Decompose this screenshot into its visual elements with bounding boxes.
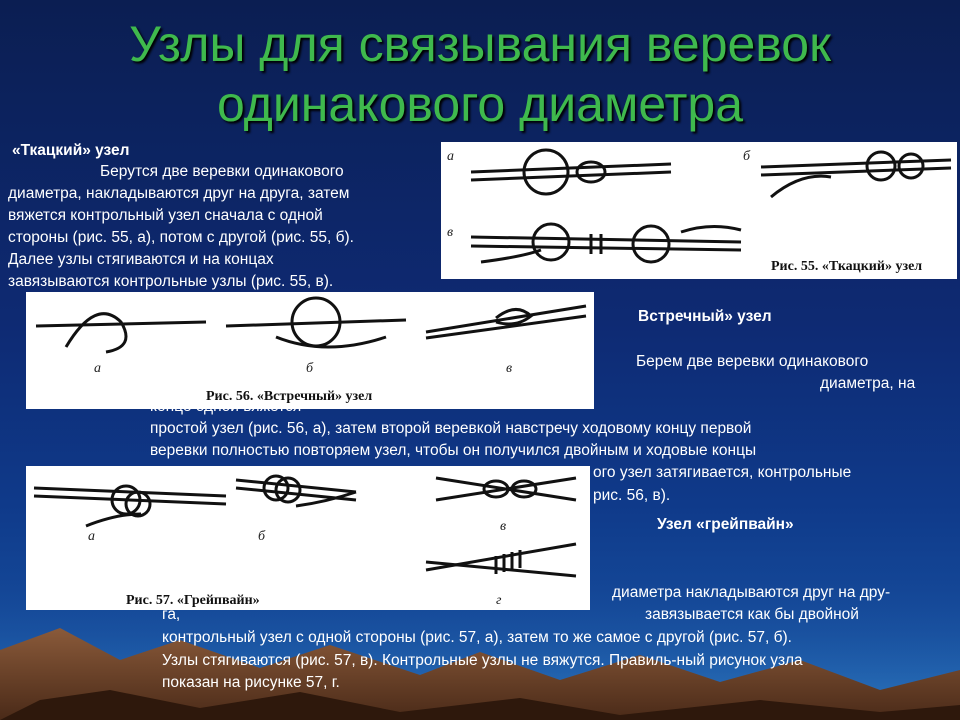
figure-57-caption: Рис. 57. «Грейпвайн» — [126, 593, 260, 608]
figure-57-drawing: а б в г Рис. 57. «Грейпвайн» — [33, 474, 577, 608]
grapevine-line-5: Узлы стягиваются (рис. 57, в). Контрольн… — [162, 652, 803, 669]
figure-57-panel: а б в г Рис. 57. «Грейпвайн» — [26, 466, 590, 610]
oncoming-line-6: ого узел затягивается, контрольные — [593, 464, 852, 481]
weaver-line-5: Далее узлы стягиваются и на концах — [8, 251, 274, 268]
grapevine-heading: Узел «грейпвайн» — [657, 516, 794, 533]
oncoming-line-5: веревки полностью повторяем узел, чтобы … — [150, 442, 757, 459]
figure-55-label-b: б — [743, 149, 751, 164]
figure-56-label-b: б — [306, 361, 314, 376]
oncoming-line-1: Берем две веревки одинакового — [636, 353, 869, 370]
oncoming-heading: Встречный» узел — [638, 308, 772, 325]
figure-57-label-v: в — [500, 519, 506, 534]
title-line-2: одинакового диаметра — [216, 76, 744, 132]
weaver-line-1: Берутся две веревки одинакового — [100, 163, 344, 180]
grapevine-line-1: диаметра накладываются друг на дру- — [612, 584, 891, 601]
weaver-line-4: стороны (рис. 55, а), потом с другой (ри… — [8, 229, 354, 246]
slide-title: Узлы для связывания веревок одинакового … — [0, 14, 960, 134]
weaver-line-6: завязываются контрольные узлы (рис. 55, … — [8, 273, 334, 290]
weaver-line-2: диаметра, накладываются друг на друга, з… — [8, 185, 350, 202]
figure-57-label-g: г — [496, 593, 502, 608]
grapevine-line-2: га, — [162, 606, 181, 623]
figure-56-panel: а б в Рис. 56. «Встречный» узел — [26, 292, 594, 409]
figure-55-label-a: а — [447, 149, 454, 164]
oncoming-line-7: рис. 56, в). — [593, 487, 671, 504]
figure-55-panel: а б в Рис. 55. «Ткацкий» узел — [441, 142, 957, 279]
grapevine-line-4: контрольный узел с одной стороны (рис. 5… — [162, 629, 792, 646]
grapevine-line-3: завязывается как бы двойной — [645, 606, 859, 623]
figure-55-label-v: в — [447, 225, 453, 240]
oncoming-line-4: простой узел (рис. 56, а), затем второй … — [150, 420, 752, 437]
weaver-line-3: вяжется контрольный узел сначала с одной — [8, 207, 323, 224]
figure-55-drawing: а б в Рис. 55. «Ткацкий» узел — [447, 148, 952, 274]
grapevine-line-6: показан на рисунке 57, г. — [162, 674, 340, 691]
figure-56-label-a: а — [94, 361, 101, 376]
figure-56-label-v: в — [506, 361, 512, 376]
oncoming-line-2: диаметра, на — [820, 375, 916, 392]
figure-57-label-a: а — [88, 529, 95, 544]
figure-56-drawing: а б в Рис. 56. «Встречный» узел — [35, 296, 587, 404]
figure-57-label-b: б — [258, 529, 266, 544]
weaver-heading: «Ткацкий» узел — [12, 142, 130, 159]
figure-55-caption: Рис. 55. «Ткацкий» узел — [771, 259, 922, 274]
figure-56-caption: Рис. 56. «Встречный» узел — [206, 389, 372, 404]
title-line-1: Узлы для связывания веревок — [128, 16, 831, 72]
